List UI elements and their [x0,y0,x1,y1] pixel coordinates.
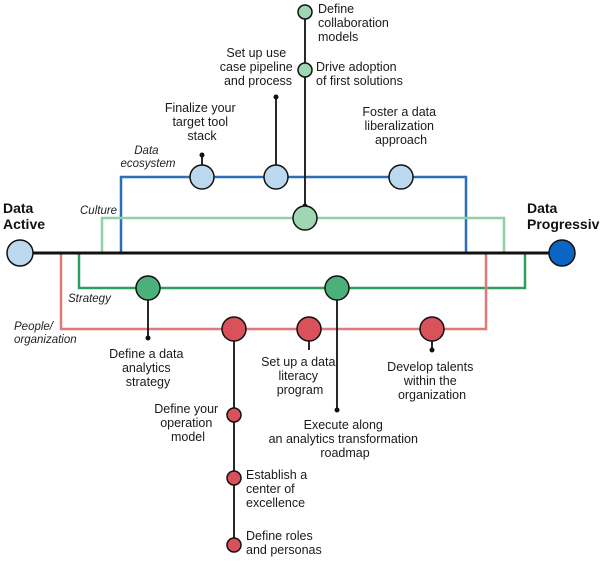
talents-node [419,316,445,342]
adoption-node [297,62,313,78]
left-end-label: Data Active [3,200,45,232]
roles-node [226,537,242,553]
connector-dot [429,347,435,353]
data-active-node [6,239,34,267]
techstack-node [189,164,215,190]
talents-label: Develop talents within the organization [387,360,477,402]
culture-node [292,205,318,231]
analytics-strategy-label: Define a data analytics strategy [109,347,187,389]
literacy-label: Set up a data literacy program [261,355,339,397]
coe-node [226,470,242,486]
liberalization-label: Foster a data liberalization approach [362,105,439,147]
right-end-label: Data Progressive [527,200,600,232]
strategy-label: Strategy [68,293,112,305]
usecase-node [263,164,289,190]
people-track [59,253,488,331]
data-ecosystem-track [119,175,468,253]
transformation-label: Execute along an analytics transformatio… [269,418,422,460]
coe-label: Establish a center of excellence [246,468,311,510]
connector-dot [199,152,205,158]
connector-dot [273,94,279,100]
adoption-label: Drive adoption of first solutions [316,60,403,88]
usecase-label: Set up use case pipeline and process [220,46,296,88]
roles-label: Define roles and personas [246,529,322,557]
collab-label: Define collaboration models [318,2,392,44]
literacy-node [296,316,322,342]
people-label: People/ organization [14,321,77,346]
collab-node [297,4,313,20]
connector-dot [334,407,340,413]
people-node [221,316,247,342]
connector-dot [145,335,151,341]
data-ecosystem-label: Data ecosystem [121,145,176,170]
culture-label: Culture [80,205,117,217]
operation-model-label: Define your operation model [154,402,221,444]
data-progressive-node [548,239,576,267]
strategy-track [77,253,527,290]
transformation-node [324,275,350,301]
analytics-strategy-node [135,275,161,301]
operation-model-node [226,407,242,423]
liberalization-node [388,164,414,190]
techstack-label: Finalize your target tool stack [165,101,239,143]
